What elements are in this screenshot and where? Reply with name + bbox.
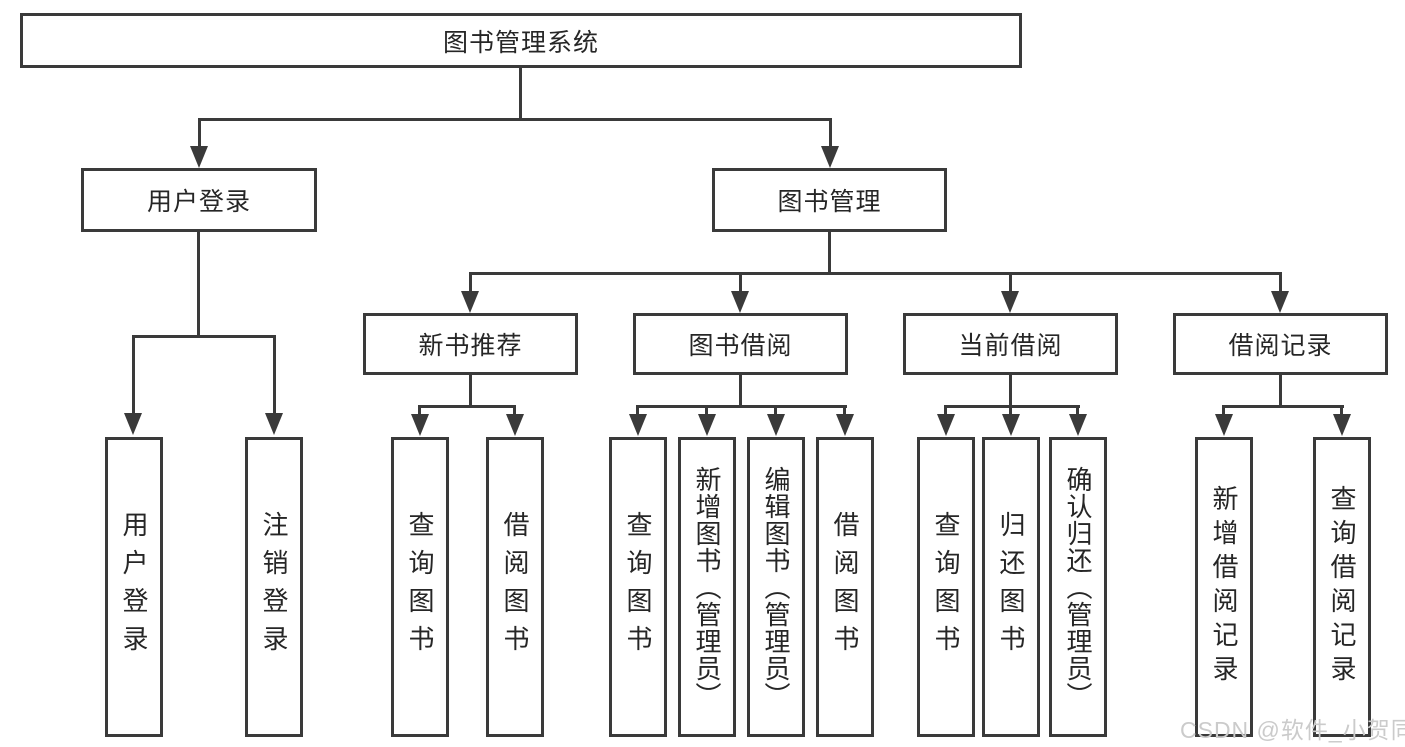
csdn-watermark: CSDN @软件_小贺同学 [1180, 717, 1405, 743]
node-current-borrow: 当前借阅 [903, 313, 1118, 375]
leaf-confirm-return-admin: 确认归还（管理员） [1049, 437, 1107, 737]
arrowhead-leaf [767, 414, 785, 436]
connector-to-user-login-leaf [132, 335, 135, 415]
connector-to-borrow-records [1279, 272, 1282, 296]
connector-leaf [774, 405, 777, 417]
arrowhead-leaf [1333, 414, 1351, 436]
leaf-add-borrow-record: 新增借阅记录 [1195, 437, 1253, 737]
arrowhead-current-borrow [1001, 291, 1019, 313]
arrowhead-leaf [1215, 414, 1233, 436]
connector-book-borrow-stem [739, 375, 742, 405]
arrowhead-leaf [836, 414, 854, 436]
connector-leaf [843, 405, 846, 417]
connector-to-book-borrow [739, 272, 742, 296]
leaf-query-borrow-record: 查询借阅记录 [1313, 437, 1371, 737]
connector-leaf [705, 405, 708, 417]
connector-leaf [1009, 405, 1012, 417]
connector-leaf [1340, 405, 1343, 417]
arrowhead-leaf [506, 414, 524, 436]
node-label: 图书管理系统 [442, 28, 599, 57]
arrowhead-leaf [411, 414, 429, 436]
node-user-login: 用户登录 [81, 168, 317, 232]
arrowhead-leaf [1069, 414, 1087, 436]
connector-leaf [513, 405, 516, 417]
connector-to-user-login [198, 118, 201, 150]
arrowhead-leaf [629, 414, 647, 436]
connector-leaf [1222, 405, 1225, 417]
leaf-user-login: 用户登录 [105, 437, 163, 737]
node-label: 图书借阅 [688, 332, 793, 360]
leaf-return-books: 归还图书 [982, 437, 1040, 737]
node-borrow-records: 借阅记录 [1173, 313, 1388, 375]
node-label: 用户登录 [146, 188, 251, 216]
leaf-edit-books-admin: 编辑图书（管理员） [747, 437, 805, 737]
arrowhead-borrow-records [1271, 291, 1289, 313]
connector-leaf [944, 405, 947, 417]
leaf-logout: 注销登录 [245, 437, 303, 737]
node-book-management: 图书管理 [712, 168, 947, 232]
connector-new-book-stem [469, 375, 472, 405]
connector-current-borrow-stem [1009, 375, 1012, 405]
connector-user-login-stem [197, 232, 200, 335]
connector-new-book-branch [418, 405, 516, 408]
connector-to-book-management [829, 118, 832, 150]
connector-current-borrow-branch [944, 405, 1080, 408]
connector-user-login-branch [132, 335, 276, 338]
leaf-query-books-borrow: 查询图书 [609, 437, 667, 737]
connector-root-stem [519, 68, 522, 118]
connector-to-new-book [469, 272, 472, 296]
connector-root-branch [198, 118, 832, 121]
connector-to-current-borrow [1009, 272, 1012, 296]
connector-leaf [1076, 405, 1079, 417]
node-label: 图书管理 [777, 188, 882, 216]
node-library-management-system: 图书管理系统 [20, 13, 1022, 68]
arrowhead-book-management [821, 146, 839, 168]
arrowhead-logout-leaf [265, 413, 283, 435]
arrowhead-leaf [937, 414, 955, 436]
arrowhead-leaf [1002, 414, 1020, 436]
arrowhead-new-book [461, 291, 479, 313]
connector-borrow-records-stem [1279, 375, 1282, 405]
leaf-borrow-books: 借阅图书 [816, 437, 874, 737]
leaf-borrow-books-recommend: 借阅图书 [486, 437, 544, 737]
node-label: 借阅记录 [1228, 332, 1333, 360]
arrowhead-user-login [190, 146, 208, 168]
connector-book-management-stem [828, 232, 831, 272]
arrowhead-user-login-leaf [124, 413, 142, 435]
node-label: 当前借阅 [958, 332, 1063, 360]
connector-leaf [636, 405, 639, 417]
node-label: 新书推荐 [418, 332, 523, 360]
connector-book-borrow-branch [636, 405, 847, 408]
node-new-book-recommend: 新书推荐 [363, 313, 578, 375]
connector-book-management-branch [469, 272, 1282, 275]
connector-borrow-records-branch [1222, 405, 1344, 408]
leaf-query-books-recommend: 查询图书 [391, 437, 449, 737]
leaf-add-books-admin: 新增图书（管理员） [678, 437, 736, 737]
arrowhead-leaf [698, 414, 716, 436]
arrowhead-book-borrow [731, 291, 749, 313]
connector-leaf [418, 405, 421, 417]
leaf-query-books-current: 查询图书 [917, 437, 975, 737]
node-book-borrow: 图书借阅 [633, 313, 848, 375]
connector-to-logout-leaf [273, 335, 276, 415]
